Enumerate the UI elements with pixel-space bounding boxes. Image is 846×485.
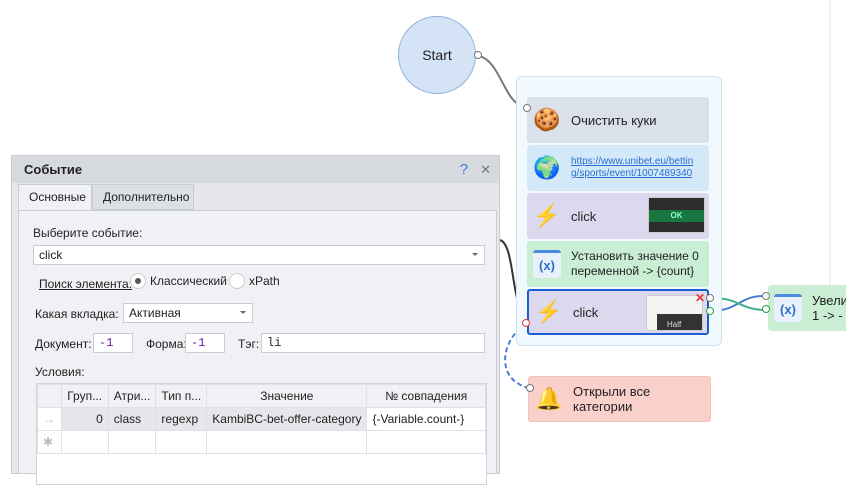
close-icon[interactable]: ✕ <box>480 161 491 177</box>
arrow-right-icon: → <box>36 407 63 431</box>
radio-unchecked-icon <box>229 273 245 289</box>
cell[interactable] <box>155 430 208 454</box>
thumb-text: OK <box>649 210 704 222</box>
tag-input[interactable]: li <box>261 333 485 353</box>
node-navigate[interactable]: 🌍 https://www.unibet.eu/bettin g/sports/… <box>527 145 709 191</box>
cell[interactable]: KambiBC-bet-offer-category <box>206 407 368 431</box>
search-label: Поиск элемента: <box>39 277 133 291</box>
node-label: переменной -> {count} <box>571 264 695 278</box>
node-clear-cookies[interactable]: 🍪 Очистить куки <box>527 97 709 143</box>
output-port[interactable] <box>474 51 482 59</box>
url-link[interactable]: https://www.unibet.eu/bettin <box>571 156 694 167</box>
radio-classic[interactable]: Классический <box>130 273 227 289</box>
cell[interactable]: {-Variable.count-} <box>366 407 486 431</box>
element-thumbnail: Half <box>646 295 703 331</box>
cell[interactable]: 0 <box>61 407 109 431</box>
radio-label: xPath <box>249 274 280 288</box>
form-label: Форма: <box>146 337 187 351</box>
cell[interactable] <box>107 430 157 454</box>
radio-checked-icon <box>130 273 146 289</box>
success-port[interactable] <box>706 307 714 315</box>
node-click-selected[interactable]: ⚡ click Half ✕ <box>527 289 709 335</box>
new-row-icon: ✱ <box>36 430 63 454</box>
cell[interactable]: regexp <box>155 407 208 431</box>
browser-tab-select[interactable]: Активная <box>123 303 253 323</box>
document-input[interactable]: -1 <box>93 333 133 353</box>
browser-tab-label: Какая вкладка: <box>35 307 119 321</box>
tag-label: Тэг: <box>238 337 260 351</box>
conditions-grid: Груп... Атри... Тип п... Значение № совп… <box>36 383 487 485</box>
conditions-label: Условия: <box>35 365 85 379</box>
cell[interactable]: class <box>107 407 157 431</box>
column-header[interactable]: Тип п... <box>155 384 208 408</box>
lightning-icon: ⚡ <box>533 203 561 228</box>
thumb-text: Half <box>657 314 702 330</box>
node-label: click <box>571 208 597 224</box>
tab-main[interactable]: Основные <box>18 184 92 210</box>
event-select[interactable]: click <box>33 245 485 265</box>
document-label: Документ: <box>35 337 92 351</box>
node-click-ok[interactable]: ⚡ click OK <box>527 193 709 239</box>
variable-icon: (x) <box>533 250 561 278</box>
input-port[interactable] <box>762 292 770 300</box>
cell[interactable] <box>206 430 368 454</box>
radio-xpath[interactable]: xPath <box>229 273 280 289</box>
tab-panel: Выберите событие: click Поиск элемента: … <box>18 210 497 485</box>
globe-icon: 🌍 <box>533 155 561 180</box>
input-port[interactable] <box>523 104 531 112</box>
dialog-title: Событие <box>24 162 83 177</box>
tab-additional[interactable]: Дополнительно <box>92 184 194 210</box>
node-label: Открыли все <box>573 384 651 399</box>
chevron-down-icon <box>240 311 246 314</box>
node-label: click <box>573 304 599 320</box>
cell[interactable] <box>61 430 109 454</box>
event-label: Выберите событие: <box>33 226 143 240</box>
column-header[interactable]: № совпадения <box>366 384 486 408</box>
table-row[interactable]: → 0 class regexp KambiBC-bet-offer-categ… <box>36 407 486 431</box>
event-dialog: Событие ? ✕ Основные Дополнительно Выбер… <box>11 155 500 485</box>
url-link[interactable]: g/sports/event/1007489340 <box>571 168 693 179</box>
bell-icon: 🔔 <box>535 386 563 411</box>
output-port[interactable] <box>706 294 714 302</box>
browser-tab-value: Активная <box>129 306 181 320</box>
node-label: Установить значение 0 <box>571 249 699 263</box>
column-header[interactable]: Груп... <box>61 384 109 408</box>
node-label: Увели <box>812 293 846 308</box>
column-header[interactable]: Атри... <box>107 384 157 408</box>
column-header[interactable]: Значение <box>206 384 368 408</box>
row-indicator-header <box>36 384 63 408</box>
variable-icon: (x) <box>774 294 802 322</box>
cookie-delete-icon: 🍪 <box>533 107 561 132</box>
node-label: Очистить куки <box>571 112 657 128</box>
radio-label: Классический <box>150 274 227 288</box>
node-label: категории <box>573 399 633 414</box>
start-node[interactable]: Start <box>398 16 476 94</box>
start-label: Start <box>422 47 452 63</box>
event-value: click <box>39 248 63 262</box>
dialog-titlebar: Событие ? ✕ <box>12 156 499 183</box>
lightning-icon: ⚡ <box>535 299 563 324</box>
element-thumbnail: OK <box>648 197 705 233</box>
error-port[interactable] <box>522 319 530 327</box>
new-row[interactable]: ✱ <box>36 430 486 454</box>
node-label: 1 -> - <box>812 308 843 323</box>
chevron-down-icon <box>472 253 478 256</box>
input-port[interactable] <box>526 384 534 392</box>
delete-icon[interactable]: ✕ <box>694 291 705 305</box>
success-port[interactable] <box>762 305 770 313</box>
cell[interactable] <box>366 430 486 454</box>
form-input[interactable]: -1 <box>185 333 225 353</box>
help-icon[interactable]: ? <box>459 161 469 178</box>
